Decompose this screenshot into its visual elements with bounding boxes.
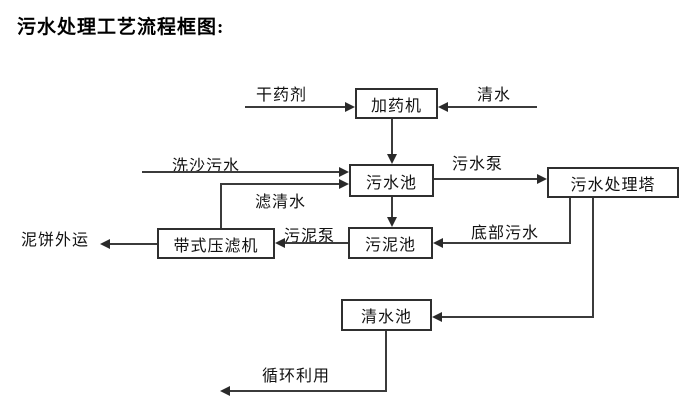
label-sand-washing-sewage: 洗沙污水	[172, 158, 241, 175]
arrowhead-sludge-pump-left-icon	[275, 238, 285, 248]
line-sewage-to-sludge	[391, 197, 393, 217]
label-dry-agent: 干药剂	[256, 87, 308, 104]
label-recycle-use: 循环利用	[262, 368, 331, 385]
node-dosing-machine: 加药机	[355, 88, 438, 119]
label-mud-cake-out: 泥饼外运	[21, 232, 90, 249]
node-belt-filter-press: 带式压滤机	[157, 228, 275, 259]
line-sludge-pump	[285, 242, 348, 244]
line-filtered-water-horizontal	[220, 183, 339, 185]
line-filtered-water-vertical	[220, 184, 222, 228]
arrowhead-tower-to-clean-left-icon	[432, 312, 442, 322]
line-dosing-to-sewage	[391, 119, 393, 155]
line-mud-cake-out	[110, 243, 157, 245]
arrowhead-recycle-left-icon	[220, 386, 230, 396]
arrowhead-filtered-water-right-icon	[339, 179, 349, 189]
arrowhead-clean-water-left-icon	[438, 102, 448, 112]
line-bottom-sewage-vertical	[569, 198, 571, 244]
line-sand-washing	[142, 171, 339, 173]
arrowhead-dosing-to-sewage-down-icon	[387, 154, 397, 164]
line-dry-agent	[245, 106, 345, 108]
node-sewage-pool: 污水池	[349, 164, 434, 197]
diagram-title: 污水处理工艺流程框图:	[17, 17, 225, 38]
arrowhead-dry-agent-right-icon	[345, 102, 355, 112]
node-clean-water-pool: 清水池	[341, 299, 432, 331]
node-sewage-treatment-tower: 污水处理塔	[547, 167, 679, 198]
label-bottom-sewage: 底部污水	[471, 225, 540, 242]
line-clean-water	[448, 106, 537, 108]
arrowhead-bottom-sewage-left-icon	[433, 238, 443, 248]
arrowhead-mud-cake-out-left-icon	[100, 239, 110, 249]
arrowhead-sand-washing-right-icon	[339, 167, 349, 177]
node-sludge-pool: 污泥池	[348, 227, 433, 259]
line-recycle-vertical	[385, 331, 387, 391]
label-sludge-pump: 污泥泵	[284, 228, 336, 245]
line-sewage-pump	[434, 178, 537, 180]
label-clean-water: 清水	[477, 87, 512, 104]
line-tower-to-clean-horizontal	[442, 316, 594, 318]
label-sewage-pump: 污水泵	[452, 156, 504, 173]
label-filtered-water: 滤清水	[255, 194, 307, 211]
line-tower-to-clean-vertical	[592, 198, 594, 318]
arrowhead-sewage-pump-right-icon	[537, 174, 547, 184]
line-bottom-sewage-horizontal	[443, 242, 571, 244]
arrowhead-sewage-to-sludge-down-icon	[387, 217, 397, 227]
line-recycle-horizontal	[230, 390, 387, 392]
